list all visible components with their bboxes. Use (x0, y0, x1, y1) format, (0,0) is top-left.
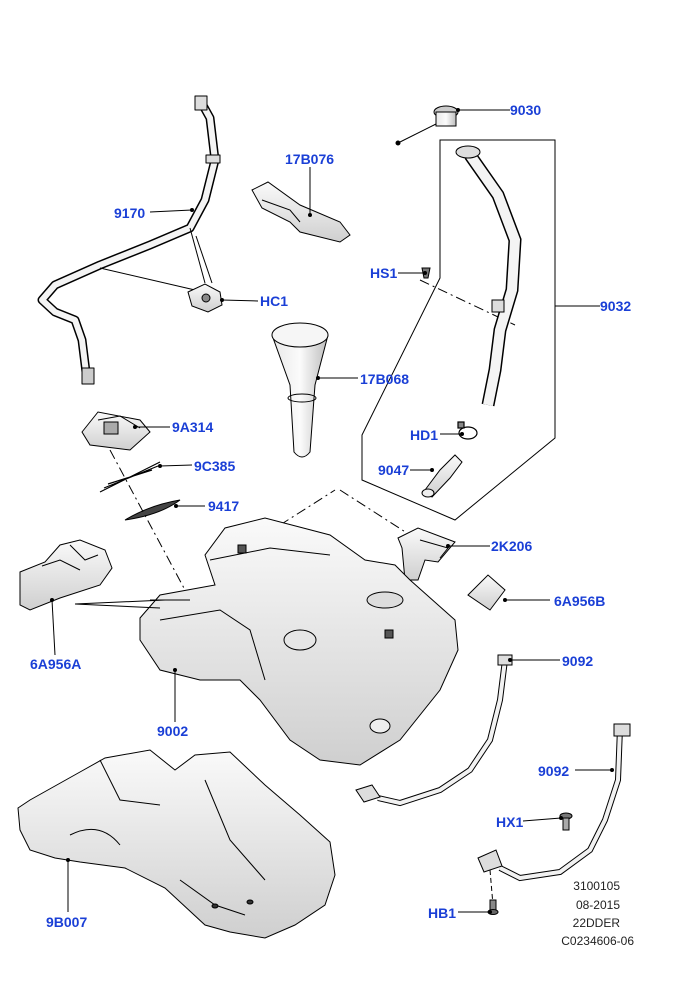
reference-line-4: C0234606-06 (561, 934, 634, 948)
seal-9417 (124, 499, 181, 521)
callout-hd1[interactable]: HD1 (410, 427, 439, 443)
callout-9c385[interactable]: 9C385 (194, 458, 236, 474)
shield-9b007 (17, 749, 336, 939)
clamp-hd1 (457, 421, 478, 440)
callout-9047[interactable]: 9047 (378, 462, 410, 478)
heat-shield-6a956a (19, 539, 113, 611)
callout-9b007[interactable]: 9B007 (46, 914, 88, 930)
fuel-tank-9002 (139, 517, 459, 766)
bolt-hb1 (487, 869, 499, 915)
reference-line-2: 08-2015 (575, 898, 620, 912)
hose-9047 (421, 454, 463, 498)
callout-hs1[interactable]: HS1 (370, 265, 398, 281)
leader-lines (51, 109, 612, 913)
callout-17b068[interactable]: 17B068 (360, 371, 410, 387)
bracket-2k206 (397, 527, 456, 581)
callout-17b076[interactable]: 17B076 (285, 151, 335, 167)
callout-6a956b[interactable]: 6A956B (554, 593, 606, 609)
shield-6a956b (467, 574, 506, 611)
callout-9032[interactable]: 9032 (600, 298, 632, 314)
callout-hx1[interactable]: HX1 (496, 814, 524, 830)
funnel-17b068 (271, 322, 329, 458)
vent-pipe-9170 (37, 95, 221, 385)
callout-9417[interactable]: 9417 (208, 498, 240, 514)
ring-9c385 (99, 461, 161, 493)
callout-2k206[interactable]: 2K206 (491, 538, 533, 554)
callout-hc1[interactable]: HC1 (260, 293, 289, 309)
reference-line-3: 22DDER (572, 916, 620, 930)
callout-9092-lower[interactable]: 9092 (538, 763, 570, 779)
module-9a314 (81, 411, 151, 451)
leader-dots (50, 108, 614, 914)
strap-9092a (355, 654, 513, 807)
callout-9030[interactable]: 9030 (510, 102, 542, 118)
strap-9092b (477, 723, 631, 882)
callout-6a956a[interactable]: 6A956A (30, 656, 82, 672)
callout-9a314[interactable]: 9A314 (172, 419, 214, 435)
callout-9092-upper[interactable]: 9092 (562, 653, 594, 669)
stud-hx1 (559, 812, 573, 831)
cap-9030 (395, 105, 459, 146)
clip-hc1 (187, 283, 223, 313)
callout-9170[interactable]: 9170 (114, 205, 146, 221)
filler-neck-9032 (361, 139, 556, 521)
callout-9002[interactable]: 9002 (157, 723, 189, 739)
callout-hb1[interactable]: HB1 (428, 905, 457, 921)
bracket-17b076 (251, 181, 351, 243)
reference-line-1: 3100105 (573, 879, 620, 893)
